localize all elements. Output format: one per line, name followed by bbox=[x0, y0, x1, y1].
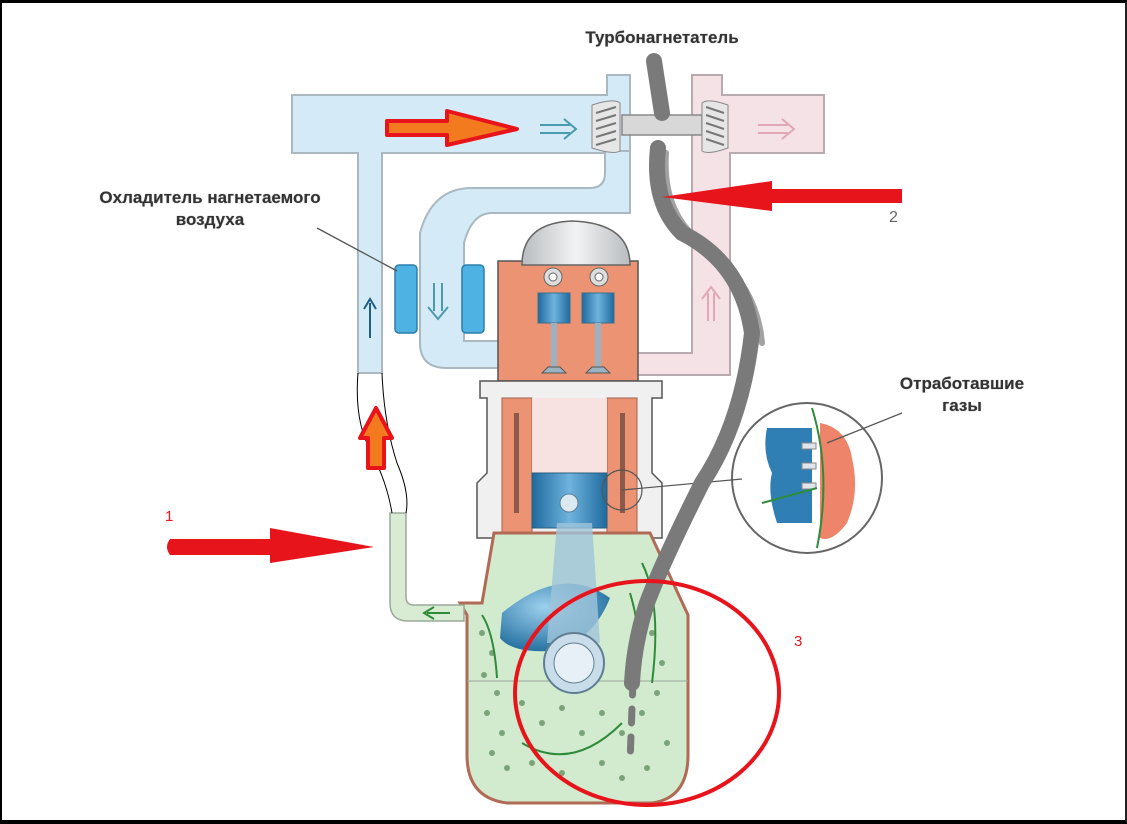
piston-ring-detail-circle bbox=[601, 402, 883, 554]
label-intercooler: Охладитель нагнетаемого воздуха bbox=[60, 187, 360, 231]
intercooler-down-arrow bbox=[427, 283, 449, 321]
engine-cylinder-head bbox=[497, 220, 639, 382]
marker-1: 1 bbox=[165, 508, 174, 525]
exhaust-flow-arrow bbox=[758, 118, 796, 140]
label-exhaust-gases: Отработавшие газы bbox=[872, 373, 1052, 417]
marker-3: 3 bbox=[794, 633, 803, 650]
engine-diagram bbox=[167, 53, 903, 807]
breather-hose bbox=[389, 512, 465, 622]
marker-2: 2 bbox=[889, 209, 898, 226]
intake-flow-arrow bbox=[540, 118, 578, 140]
label-turbocharger: Турбонагнетатель bbox=[585, 28, 739, 47]
gray-hand-drawn-hose bbox=[624, 53, 765, 767]
label-exhaust-line1: Отработавшие bbox=[899, 374, 1025, 393]
annotation-arrow-orange-top bbox=[385, 109, 519, 147]
label-intercooler-line1: Охладитель нагнетаемого bbox=[99, 188, 321, 207]
annotation-arrow-2 bbox=[662, 181, 902, 211]
label-exhaust-line2: газы bbox=[942, 396, 982, 415]
exhaust-up-arrow bbox=[701, 285, 721, 321]
exhaust-leader-line bbox=[826, 412, 903, 444]
annotation-circle-3 bbox=[513, 579, 781, 807]
label-intercooler-line2: воздуха bbox=[175, 210, 245, 229]
engine-block bbox=[476, 380, 663, 539]
crankcase bbox=[457, 523, 690, 805]
intercooler-leader-line bbox=[316, 227, 398, 272]
intake-up-arrow bbox=[363, 297, 377, 338]
turbocharger bbox=[591, 100, 729, 153]
hand-drawn-hose-outline-right bbox=[381, 372, 408, 514]
crankcase-gas-particles bbox=[479, 630, 670, 781]
annotation-arrow-1 bbox=[167, 528, 374, 563]
intercooler bbox=[394, 264, 485, 334]
annotation-arrow-orange-up bbox=[358, 406, 394, 470]
intake-pipe bbox=[291, 74, 631, 374]
